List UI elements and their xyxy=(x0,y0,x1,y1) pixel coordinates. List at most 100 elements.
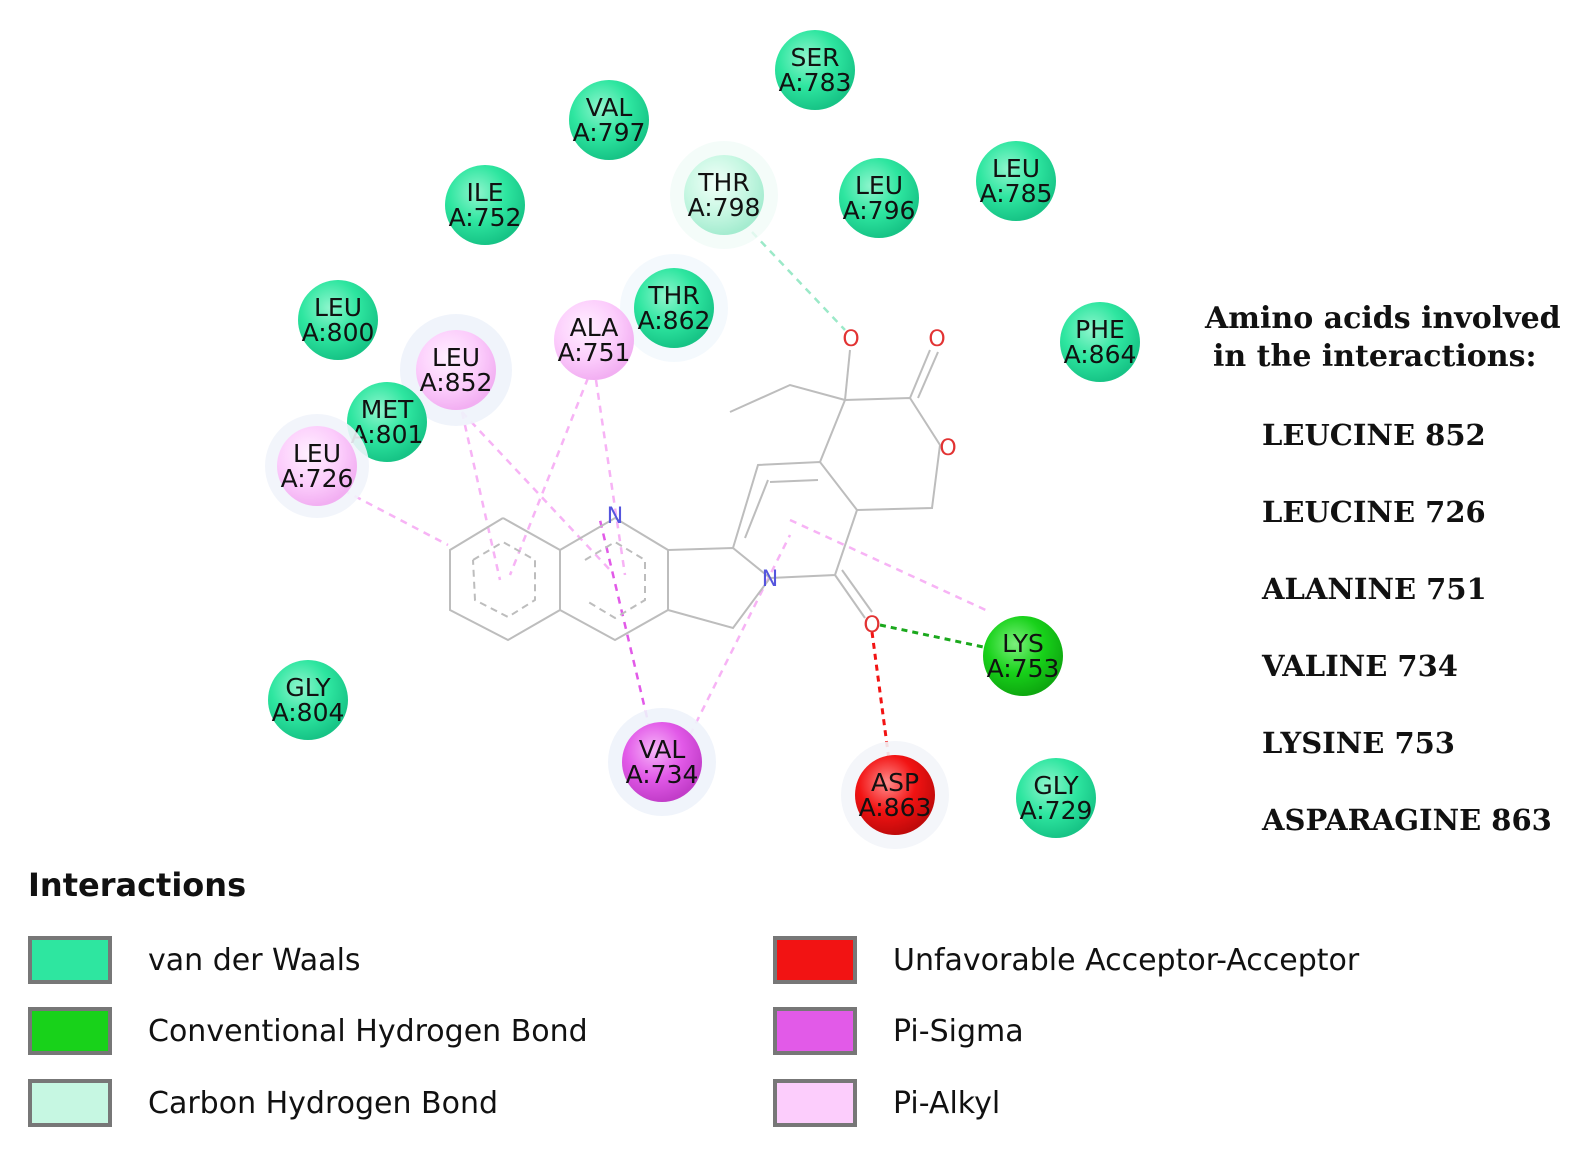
summary-item: LYSINE 753 xyxy=(1262,726,1455,760)
residues: SER A:783 VAL A:797 ILE A:752 THR A:798 … xyxy=(265,30,1140,849)
summary-title-line2: in the interactions: xyxy=(1213,339,1537,374)
legend-item-conventional-hydrogen-bond: Conventional Hydrogen Bond xyxy=(28,1003,588,1059)
legend-item-van-der-waals: van der Waals xyxy=(28,932,361,988)
residue-name: THR xyxy=(647,281,699,310)
residue-id: A:864 xyxy=(1064,340,1137,369)
residue-name: LEU xyxy=(432,343,480,372)
legend-title: Interactions xyxy=(28,866,247,904)
residue-name: ILE xyxy=(466,178,503,207)
summary-item: LEUCINE 852 xyxy=(1262,418,1486,452)
residue-gly-729: GLY A:729 xyxy=(1016,758,1096,838)
residue-ala-751: ALA A:751 xyxy=(554,300,634,380)
summary-list: LEUCINE 852 LEUCINE 726 ALANINE 751 VALI… xyxy=(1262,416,1552,878)
pi-alkyl-line xyxy=(342,488,449,547)
residue-id: A:798 xyxy=(688,193,761,222)
residue-name: THR xyxy=(697,168,749,197)
residue-asp-863: ASP A:863 xyxy=(841,741,949,849)
residue-ser-783: SER A:783 xyxy=(775,30,855,110)
residue-id: A:751 xyxy=(558,338,631,367)
residue-id: A:753 xyxy=(987,654,1060,683)
pi-alkyl-line xyxy=(789,518,991,614)
summary-title-line1: Amino acids involved xyxy=(1205,301,1561,336)
residue-name: GLY xyxy=(1033,771,1079,800)
residue-id: A:862 xyxy=(638,306,711,335)
legend-label: Pi-Alkyl xyxy=(893,1085,1001,1121)
residue-id: A:785 xyxy=(980,179,1053,208)
legend-swatch xyxy=(773,936,857,984)
residue-thr-862: THR A:862 xyxy=(620,254,728,362)
residue-val-797: VAL A:797 xyxy=(569,80,649,160)
residue-name: MET xyxy=(361,395,414,424)
legend-swatch xyxy=(773,1079,857,1127)
legend-item-unfavorable-acceptor-acceptor: Unfavorable Acceptor-Acceptor xyxy=(773,932,1359,988)
residue-met-801: MET A:801 xyxy=(347,382,427,462)
residue-id: A:729 xyxy=(1020,796,1093,825)
pi-alkyl-line xyxy=(460,411,502,581)
residue-id: A:797 xyxy=(573,118,646,147)
residue-name: LEU xyxy=(293,439,341,468)
nitrogen-atom-label: N xyxy=(607,504,623,529)
legend-swatch xyxy=(773,1007,857,1055)
residue-name: SER xyxy=(790,43,839,72)
summary-item: VALINE 734 xyxy=(1262,649,1458,683)
legend-swatch xyxy=(28,1079,112,1127)
residue-ile-752: ILE A:752 xyxy=(445,165,525,245)
oxygen-atom-label: O xyxy=(863,613,880,638)
residue-name: VAL xyxy=(639,735,686,764)
ligand-structure xyxy=(449,349,942,642)
legend-label: Unfavorable Acceptor-Acceptor xyxy=(893,942,1360,978)
residue-name: ASP xyxy=(871,768,919,797)
pi-sigma-line xyxy=(598,519,652,731)
hydrogen-bond-line xyxy=(879,623,989,650)
residue-lys-753: LYS A:753 xyxy=(983,616,1063,696)
residue-name: VAL xyxy=(586,93,633,122)
residue-id: A:852 xyxy=(420,368,493,397)
nitrogen-atom-label: N xyxy=(762,567,778,592)
legend-label: Carbon Hydrogen Bond xyxy=(148,1085,499,1121)
legend-item-carbon-hydrogen-bond: Carbon Hydrogen Bond xyxy=(28,1075,498,1131)
residue-val-734: VAL A:734 xyxy=(608,708,716,816)
residue-thr-798: THR A:798 xyxy=(670,141,778,249)
interaction-diagram: O O O O N N SER A:783 VAL A:797 ILE A:75… xyxy=(265,30,1140,849)
residue-id: A:804 xyxy=(272,698,345,727)
oxygen-atom-label: O xyxy=(842,327,859,352)
residue-name: LYS xyxy=(1002,629,1044,658)
legend-swatch xyxy=(28,936,112,984)
residue-gly-804: GLY A:804 xyxy=(268,660,348,740)
residue-name: GLY xyxy=(285,673,331,702)
pi-alkyl-line xyxy=(594,379,627,576)
summary-item: LEUCINE 726 xyxy=(1262,495,1486,529)
residue-name: LEU xyxy=(992,154,1040,183)
residue-leu-726: LEU A:726 xyxy=(265,414,369,518)
carbon-hydrogen-bond-line xyxy=(751,231,846,331)
legend-label: Pi-Sigma xyxy=(893,1013,1024,1049)
pi-alkyl-line xyxy=(508,377,590,576)
legend-label: Conventional Hydrogen Bond xyxy=(148,1013,588,1049)
residue-id: A:726 xyxy=(281,464,354,493)
summary-title: Amino acids involved in the interactions… xyxy=(1205,300,1585,376)
acceptor-acceptor-line xyxy=(870,631,891,761)
oxygen-atom-label: O xyxy=(928,327,945,352)
residue-id: A:863 xyxy=(859,793,932,822)
residue-phe-864: PHE A:864 xyxy=(1060,302,1140,382)
residue-leu-852: LEU A:852 xyxy=(400,314,512,426)
legend-swatch xyxy=(28,1007,112,1055)
residue-leu-796: LEU A:796 xyxy=(839,158,919,238)
residue-id: A:734 xyxy=(626,760,699,789)
residue-id: A:752 xyxy=(449,203,522,232)
residue-leu-800: LEU A:800 xyxy=(298,280,378,360)
residue-name: LEU xyxy=(855,171,903,200)
residue-id: A:796 xyxy=(843,196,916,225)
interaction-lines xyxy=(342,231,991,761)
legend-label: van der Waals xyxy=(148,942,361,978)
residue-name: ALA xyxy=(570,313,619,342)
pi-alkyl-line xyxy=(461,411,611,571)
residue-name: LEU xyxy=(314,293,362,322)
pi-alkyl-line xyxy=(688,534,792,736)
summary-item: ASPARAGINE 863 xyxy=(1262,803,1552,837)
legend-item-pi-sigma: Pi-Sigma xyxy=(773,1003,1024,1059)
legend-item-pi-alkyl: Pi-Alkyl xyxy=(773,1075,1000,1131)
residue-id: A:800 xyxy=(302,318,375,347)
residue-leu-785: LEU A:785 xyxy=(976,141,1056,221)
summary-item: ALANINE 751 xyxy=(1262,572,1487,606)
